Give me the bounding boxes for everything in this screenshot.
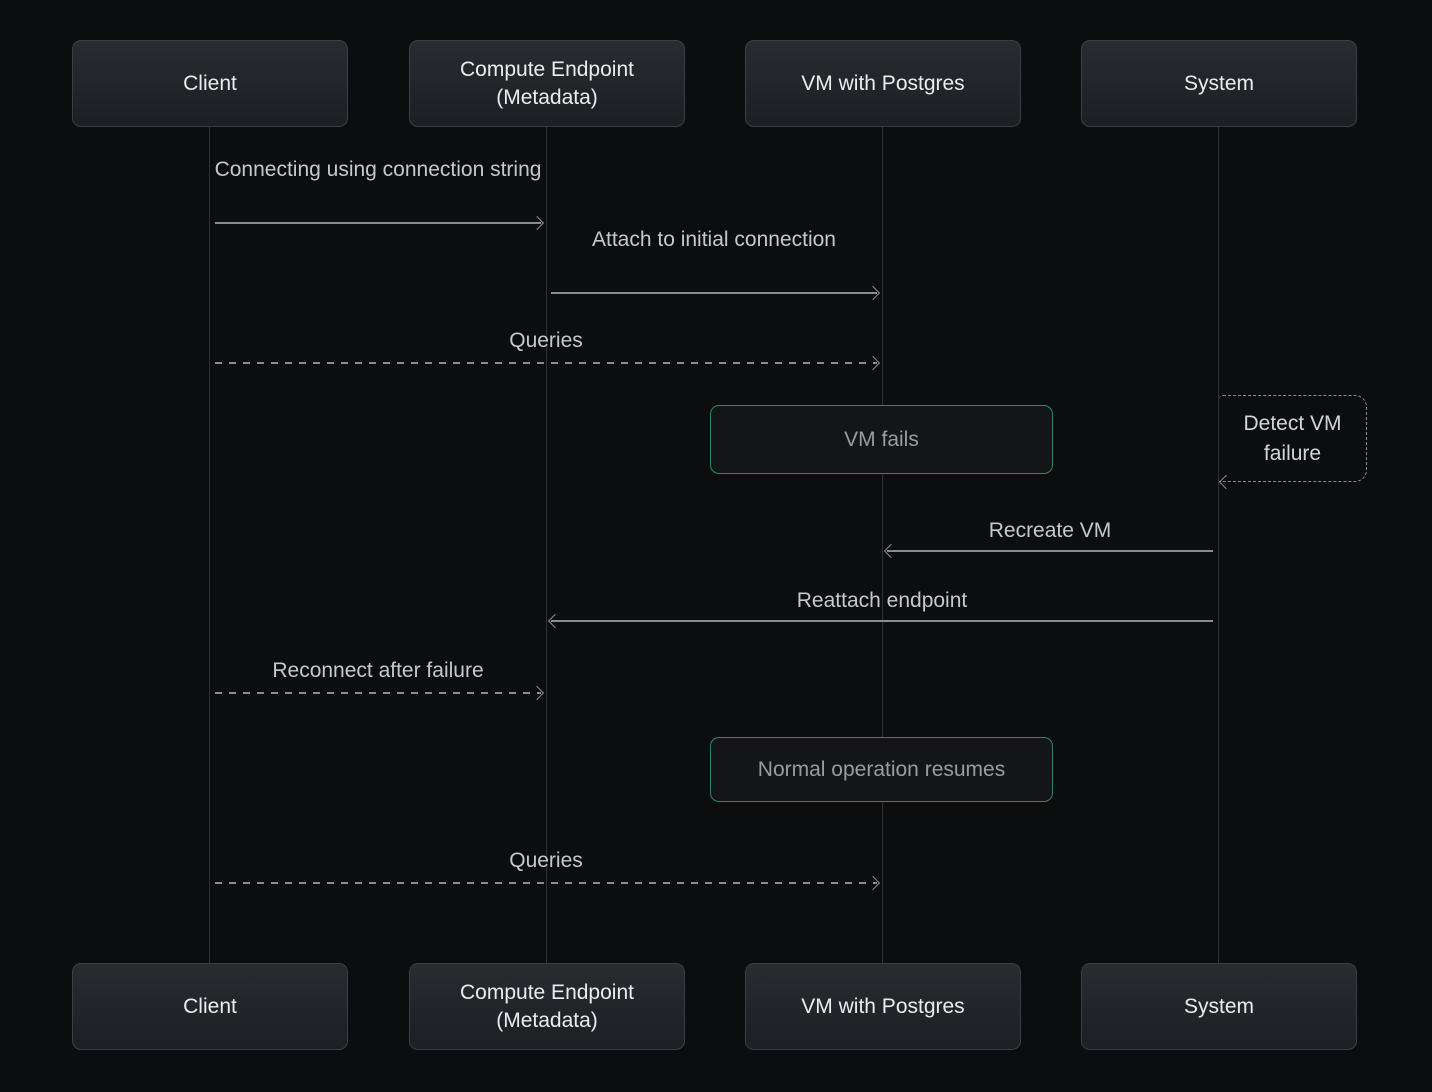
lifeline-client: [209, 127, 210, 963]
actor-label: Compute Endpoint (Metadata): [460, 57, 634, 109]
actor-compute-endpoint-top: Compute Endpoint (Metadata): [409, 40, 685, 127]
self-message-label: Detect VM failure: [1243, 411, 1342, 465]
actor-label: Client: [183, 71, 237, 95]
note-label: VM fails: [844, 427, 919, 451]
actor-vm-postgres-bottom: VM with Postgres: [745, 963, 1021, 1050]
actor-label: VM with Postgres: [801, 994, 965, 1018]
actor-system-bottom: System: [1081, 963, 1357, 1050]
actor-vm-postgres-top: VM with Postgres: [745, 40, 1021, 127]
actor-client-top: Client: [72, 40, 348, 127]
arrowhead-right-icon: [865, 285, 881, 300]
actor-label: System: [1183, 994, 1254, 1018]
message-label-queries-1: Queries: [509, 329, 583, 352]
actor-label: Client: [183, 994, 237, 1018]
message-label-queries-2: Queries: [509, 849, 583, 872]
actor-label: VM with Postgres: [801, 71, 965, 95]
message-arrow-reconnect: [215, 685, 545, 700]
lifeline-system: [1218, 127, 1219, 963]
arrowhead-right-icon: [529, 215, 545, 230]
actor-system-top: System: [1081, 40, 1357, 127]
message-arrow-attach: [551, 285, 881, 300]
actor-compute-endpoint-bottom: Compute Endpoint (Metadata): [409, 963, 685, 1050]
message-arrow-reattach-endpoint: [547, 613, 1213, 628]
note-normal-operation: Normal operation resumes: [710, 737, 1053, 802]
actor-client-bottom: Client: [72, 963, 348, 1050]
message-label-reconnect: Reconnect after failure: [272, 659, 484, 682]
note-vm-fails: VM fails: [710, 405, 1053, 474]
arrowhead-right-icon: [529, 685, 545, 700]
arrowhead-right-icon: [865, 355, 881, 370]
message-label-reattach-endpoint: Reattach endpoint: [796, 589, 968, 612]
note-label: Normal operation resumes: [757, 757, 1006, 781]
lifeline-compute-endpoint: [546, 127, 547, 963]
message-arrow-recreate-vm: [883, 543, 1213, 558]
message-arrow-queries-1: [215, 355, 881, 370]
message-arrow-queries-2: [215, 875, 881, 890]
self-message-detect-vm-failure: Detect VM failure: [1219, 395, 1367, 482]
message-label-connecting: Connecting using connection string: [214, 158, 542, 181]
arrowhead-right-icon: [865, 875, 881, 890]
lifeline-vm-postgres: [882, 127, 883, 963]
actor-label: System: [1183, 71, 1254, 95]
message-label-recreate-vm: Recreate VM: [988, 519, 1112, 542]
message-arrow-connecting: [215, 215, 545, 230]
message-label-attach: Attach to initial connection: [592, 228, 836, 251]
actor-label: Compute Endpoint (Metadata): [460, 980, 634, 1032]
